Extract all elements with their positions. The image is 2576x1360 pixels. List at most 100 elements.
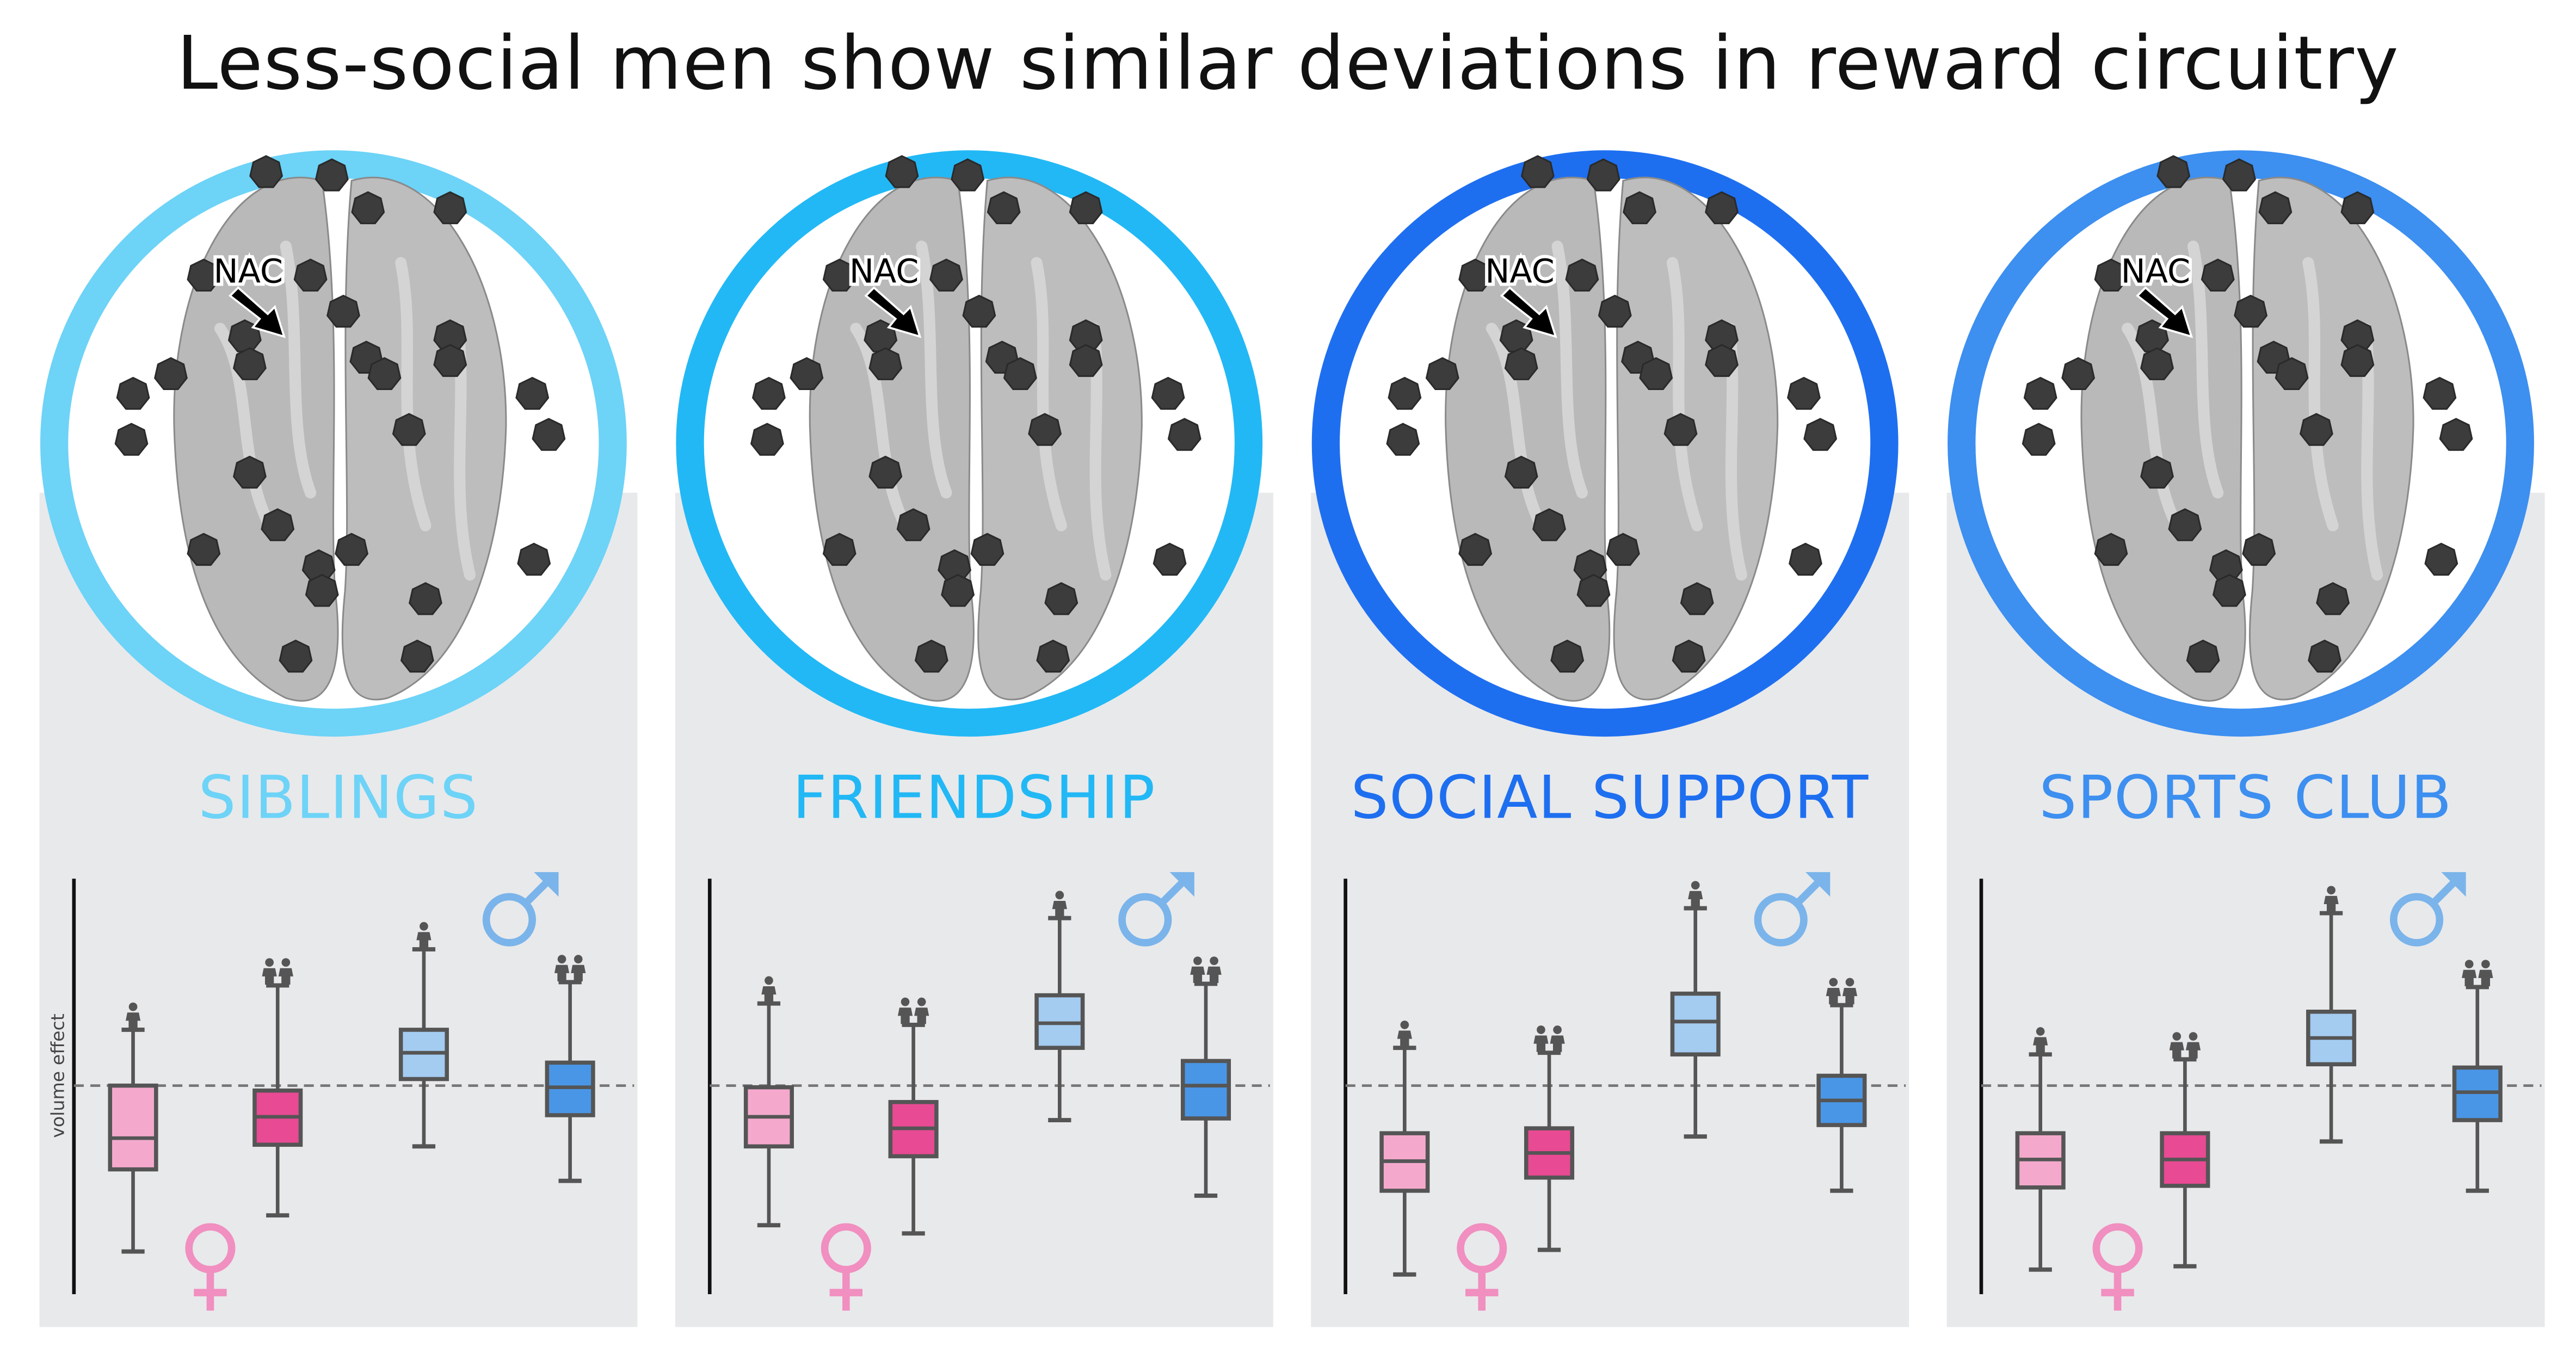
person-head: [901, 997, 910, 1006]
two-people-icon: [554, 955, 586, 981]
roi-marker: [433, 191, 467, 225]
panel-label: SIBLINGS: [198, 765, 479, 833]
person-icon: [1052, 891, 1067, 918]
arrow-icon: [2136, 286, 2193, 338]
roi-marker: [187, 258, 221, 292]
brain-image: [1386, 155, 1838, 702]
person-icon: [1533, 1025, 1549, 1052]
roi-marker: [1586, 158, 1620, 191]
roi-marker: [1672, 639, 1706, 673]
two-people-icon: [897, 997, 929, 1024]
roi-marker: [1705, 344, 1739, 377]
panel-graphic: NAC: [1311, 150, 1909, 1327]
person-icon: [2169, 1032, 2184, 1059]
box-4: [2452, 960, 2503, 1193]
male-symbol-icon: [2390, 872, 2466, 947]
roi-marker: [2275, 357, 2309, 391]
roi-marker: [2061, 357, 2096, 391]
box-iqr: [108, 1083, 158, 1172]
roi-marker: [750, 423, 784, 456]
roi-marker: [1003, 357, 1037, 391]
person-head: [1210, 956, 1218, 966]
person-icon: [278, 958, 293, 985]
person-icon: [554, 955, 570, 981]
person-body: [897, 1007, 913, 1024]
roi-marker: [367, 357, 402, 391]
person-head: [574, 955, 583, 964]
brain-gyri: [214, 240, 476, 581]
roi-marker: [1598, 294, 1632, 328]
figure-title: Less-social men show similar deviations …: [176, 20, 2400, 107]
box-2: [1524, 1025, 1575, 1252]
person-body: [2169, 1042, 2184, 1059]
person-head: [2464, 960, 2474, 969]
roi-marker: [2316, 582, 2350, 615]
person-body: [2478, 969, 2493, 986]
roi-marker: [1069, 191, 1103, 225]
brain-image: [114, 155, 566, 702]
person-icon: [2324, 886, 2339, 913]
roi-marker: [2439, 418, 2473, 451]
roi-marker: [2300, 413, 2333, 446]
roi-marker: [2423, 376, 2457, 410]
roi-marker: [822, 533, 856, 566]
roi-marker: [1663, 413, 1698, 446]
roi-marker: [1458, 258, 1493, 292]
brain-image: [2022, 155, 2473, 702]
roi-marker: [868, 347, 903, 380]
female-cross: [829, 1269, 863, 1311]
person-head: [1055, 891, 1064, 900]
female-symbol-icon: [2092, 1223, 2143, 1311]
box-3: [1670, 881, 1721, 1139]
person-icon: [125, 1002, 141, 1029]
roi-marker: [433, 344, 467, 377]
person-icon: [914, 997, 929, 1024]
person-body: [1190, 966, 1205, 983]
roi-marker: [2424, 542, 2458, 576]
male-arrow-head: [1805, 872, 1831, 897]
person-body: [554, 965, 570, 981]
roi-marker: [1425, 357, 1459, 391]
roi-marker: [1606, 533, 1640, 566]
roi-marker: [351, 191, 385, 225]
person-head: [1553, 1025, 1562, 1034]
roi-marker: [2140, 347, 2174, 380]
roi-marker: [326, 294, 360, 328]
roi-marker: [1036, 639, 1070, 673]
male-symbol-icon: [1118, 872, 1194, 947]
female-ring: [821, 1223, 871, 1274]
y-axis-label: volume effect: [47, 1013, 69, 1138]
roi-marker: [187, 533, 221, 566]
roi-marker: [929, 258, 963, 292]
person-body: [2033, 1037, 2048, 1054]
female-cross: [2101, 1269, 2134, 1311]
roi-marker: [1565, 258, 1599, 292]
male-ring: [2390, 893, 2444, 947]
person-icon: [1397, 1021, 1412, 1047]
nac-label: NAC: [2121, 252, 2191, 290]
roi-marker: [154, 357, 188, 391]
roi-marker: [1028, 413, 1062, 446]
person-body: [1550, 1035, 1565, 1052]
female-symbol-icon: [821, 1223, 871, 1311]
person-body: [1688, 891, 1703, 908]
person-head: [420, 922, 428, 931]
roi-marker: [2308, 639, 2341, 673]
person-icon: [1688, 881, 1703, 908]
roi-marker: [2094, 533, 2128, 566]
roi-marker: [1458, 533, 1493, 566]
person-head: [2036, 1027, 2045, 1036]
box-3: [398, 922, 449, 1149]
roi-marker: [1504, 455, 1538, 489]
person-head: [1845, 978, 1854, 987]
roi-marker: [1787, 376, 1821, 410]
roi-marker: [885, 155, 919, 188]
roi-marker: [315, 158, 349, 191]
roi-marker: [2094, 258, 2128, 292]
brain-gyri: [1486, 240, 1747, 581]
roi-marker: [293, 258, 328, 292]
roi-marker: [1167, 418, 1201, 451]
two-people-icon: [1826, 978, 1858, 1005]
